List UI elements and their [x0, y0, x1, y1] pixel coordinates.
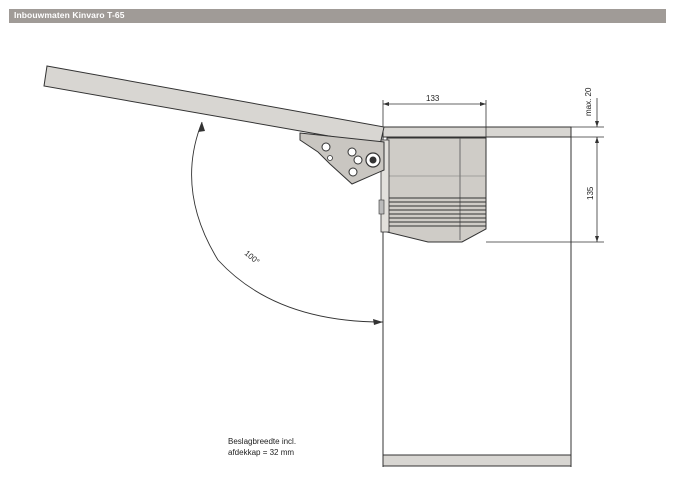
housing-clip — [378, 199, 385, 215]
angle-arc — [191, 121, 384, 323]
header-bar: Inbouwmaten Kinvaro T-65 — [9, 9, 666, 23]
flap-door — [43, 65, 385, 146]
angle-arrow-bottom — [373, 319, 383, 325]
hinge-pivot-2 — [347, 147, 357, 157]
dimension-max-label: max. 20 — [584, 87, 593, 116]
hinge-pivot-4 — [348, 167, 358, 177]
note-line-2: afdekkap = 32 mm — [228, 448, 295, 457]
hinge-arm — [299, 132, 385, 185]
housing-ribs — [388, 197, 486, 227]
dimension-height-label: 135 — [586, 186, 595, 200]
housing-side-plate — [380, 139, 390, 233]
width-note: Beslagbreedte incl. afdekkap = 32 mm — [228, 436, 296, 458]
angle-label: 100° — [243, 249, 261, 267]
page-title: Inbouwmaten Kinvaro T-65 — [14, 10, 125, 20]
cabinet-bottom-panel — [382, 454, 572, 467]
dimension-height — [486, 137, 604, 243]
hinge-pivot-3 — [353, 155, 363, 165]
note-line-1: Beslagbreedte incl. — [228, 437, 297, 446]
lift-mechanism — [299, 132, 487, 243]
hinge-pivot-main-inner — [369, 156, 377, 164]
angle-arrow-top — [198, 122, 205, 132]
dimension-width — [382, 100, 487, 138]
dimension-width-label: 133 — [426, 94, 440, 103]
cabinet-top-panel — [382, 126, 572, 138]
hinge-pivot-1 — [321, 142, 331, 152]
flap-panel — [43, 65, 385, 146]
opening-angle — [191, 121, 384, 325]
hinge-pin-small — [327, 155, 333, 161]
